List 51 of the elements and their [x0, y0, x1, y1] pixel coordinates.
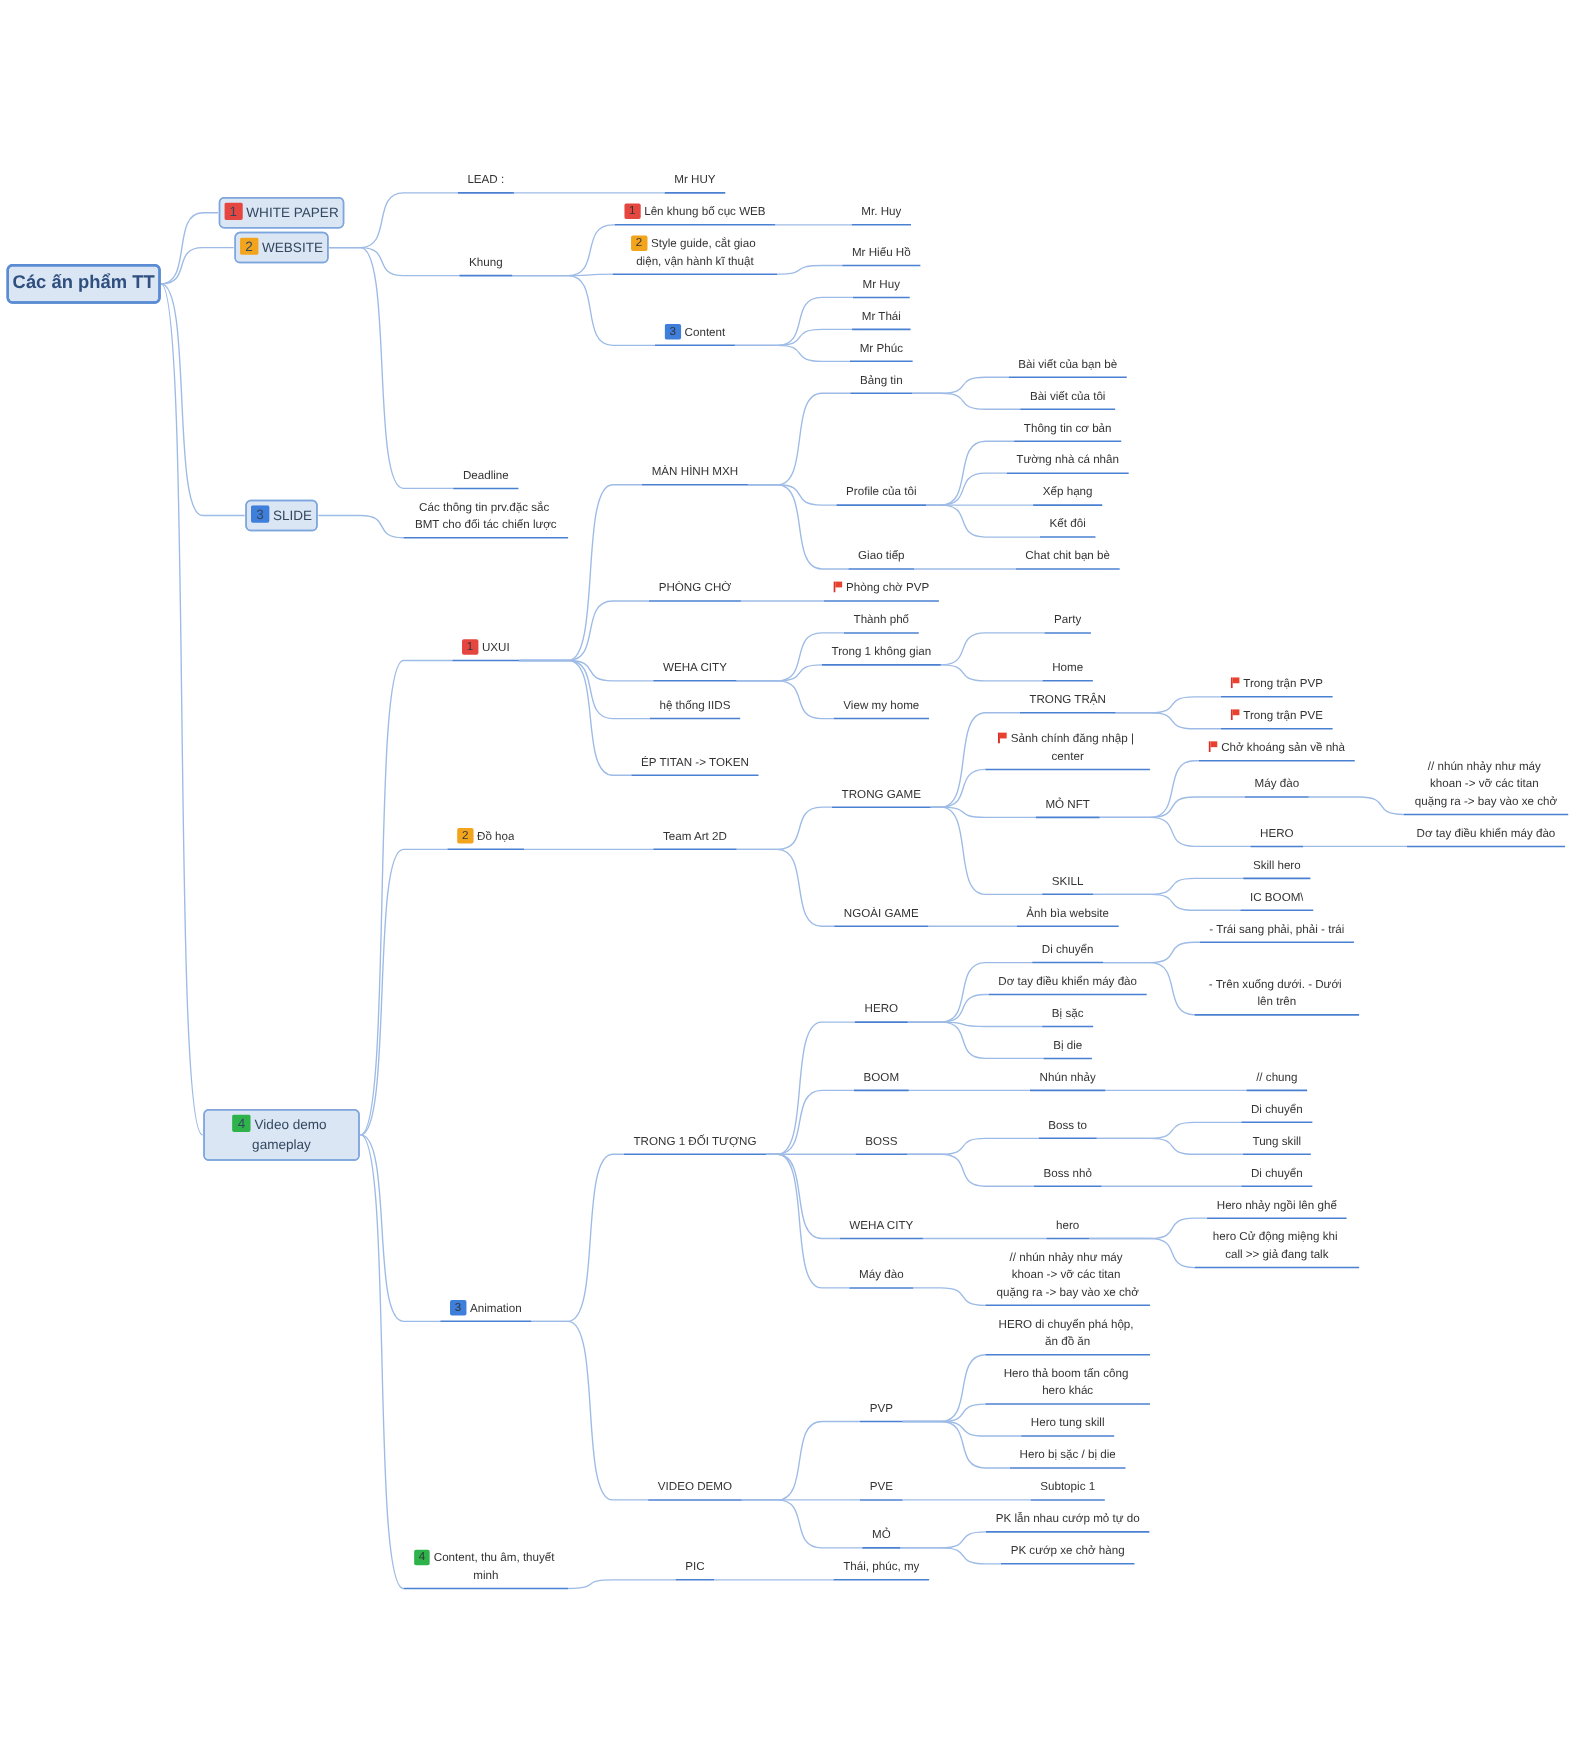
- connector-line: [913, 569, 1017, 571]
- connector-line: [1100, 1186, 1242, 1188]
- connector-line: [328, 247, 454, 490]
- connector-line: [511, 275, 656, 347]
- connector-line: [359, 849, 449, 1137]
- connector-line: [359, 1135, 441, 1323]
- connector-line: [1308, 797, 1405, 816]
- connector-line: [1092, 894, 1241, 912]
- connector-line: [774, 224, 853, 227]
- connector-line: [747, 484, 850, 571]
- connector-line: [741, 1500, 863, 1550]
- connector-line: [912, 1288, 987, 1307]
- connector-line: [940, 665, 1044, 683]
- connector-line: [906, 1154, 1035, 1188]
- connector-line: [160, 212, 219, 286]
- connector-line: [765, 1154, 851, 1290]
- connector-line: [922, 1238, 1048, 1241]
- connector-line: [530, 1321, 649, 1502]
- connector-line: [359, 660, 453, 1137]
- connector-line: [740, 601, 825, 603]
- central-topic-box: Các ấn phẩm TT: [6, 264, 161, 305]
- connector-line: [901, 1500, 1032, 1502]
- connector-line: [901, 1421, 1011, 1470]
- connector-line: [1102, 962, 1196, 1017]
- connector-line: [1302, 846, 1408, 848]
- connector-line: [908, 1090, 1031, 1092]
- connector-line: [317, 515, 405, 540]
- connector-line: [523, 849, 654, 851]
- connector-line: [160, 247, 235, 286]
- connector-line: [776, 265, 843, 276]
- connector-line: [907, 1022, 1045, 1060]
- connector-line: [518, 660, 633, 777]
- connector-line: [160, 284, 204, 1137]
- connector-line: [899, 1548, 1002, 1566]
- connector-line: [930, 807, 1043, 896]
- connector-line: [160, 284, 246, 518]
- connector-line: [927, 926, 1018, 928]
- connector-line: [735, 849, 835, 928]
- connector-line: [513, 193, 666, 195]
- connector-line: [359, 1135, 405, 1591]
- connector-line: [567, 1580, 677, 1591]
- connector-line: [713, 1580, 835, 1582]
- connector-line: [1098, 817, 1251, 848]
- connector-line: [1096, 1138, 1244, 1156]
- connector-line: [1104, 1090, 1248, 1092]
- connector-line: [735, 681, 835, 721]
- connector-line: [1088, 1238, 1196, 1270]
- connector-line: [734, 345, 851, 363]
- connector-line: [911, 393, 1021, 411]
- connector-line: [1115, 712, 1222, 731]
- connector-line: [925, 505, 1041, 539]
